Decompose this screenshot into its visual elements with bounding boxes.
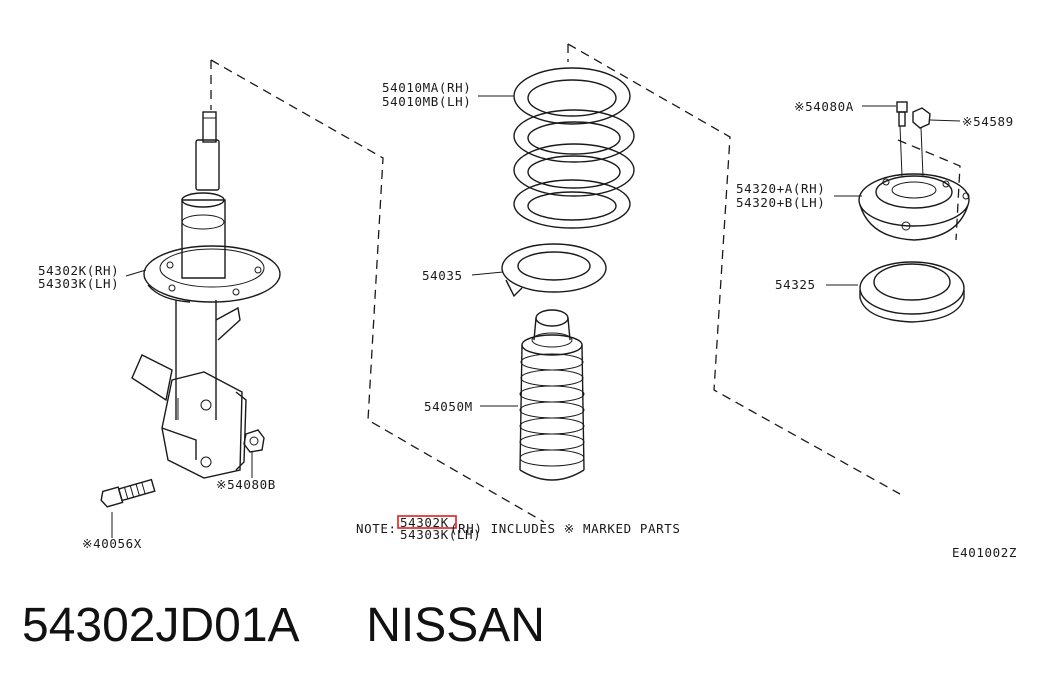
label-spring-lh: 54010MB(LH): [382, 94, 471, 109]
coil-spring-drawing: [478, 67, 635, 229]
note-line2: 54303K(LH): [400, 527, 481, 542]
strut-assembly-drawing: [100, 111, 281, 538]
caption: 54302JD01A NISSAN: [22, 598, 545, 653]
spring-seat-drawing: [471, 243, 607, 298]
label-mount-lh: 54320+B(LH): [736, 195, 825, 210]
top-mount-drawing: [834, 101, 970, 241]
note-suffix-rh: (RH) INCLUDES ※ MARKED PARTS: [450, 521, 680, 536]
label-spring-seat: 54035: [422, 268, 463, 283]
label-bumper: 54050M: [424, 399, 473, 414]
caption-part-number: 54302JD01A: [22, 599, 300, 652]
label-nut-bracket: ※54080B: [216, 477, 276, 492]
label-bolt-bracket: ※40056X: [82, 536, 142, 551]
bearing-drawing: [826, 261, 965, 323]
label-mount-rh: 54320+A(RH): [736, 181, 825, 196]
label-bearing: 54325: [775, 277, 816, 292]
note-part-rh: 54302K: [400, 515, 449, 530]
label-strut-lh: 54303K(LH): [38, 276, 119, 291]
assembly-outline-left: [210, 59, 545, 523]
label-nut-top: ※54589: [962, 114, 1014, 129]
note-prefix: NOTE:: [356, 521, 397, 536]
note-highlight-box: [397, 515, 457, 529]
caption-brand: NISSAN: [366, 599, 545, 652]
reference-code: E401002Z: [952, 545, 1017, 560]
label-spring-rh: 54010MA(RH): [382, 80, 471, 95]
label-strut-rh: 54302K(RH): [38, 263, 119, 278]
label-bolt-top: ※54080A: [794, 99, 854, 114]
assembly-outline-right: [567, 43, 901, 495]
bumper-boot-drawing: [480, 309, 585, 481]
